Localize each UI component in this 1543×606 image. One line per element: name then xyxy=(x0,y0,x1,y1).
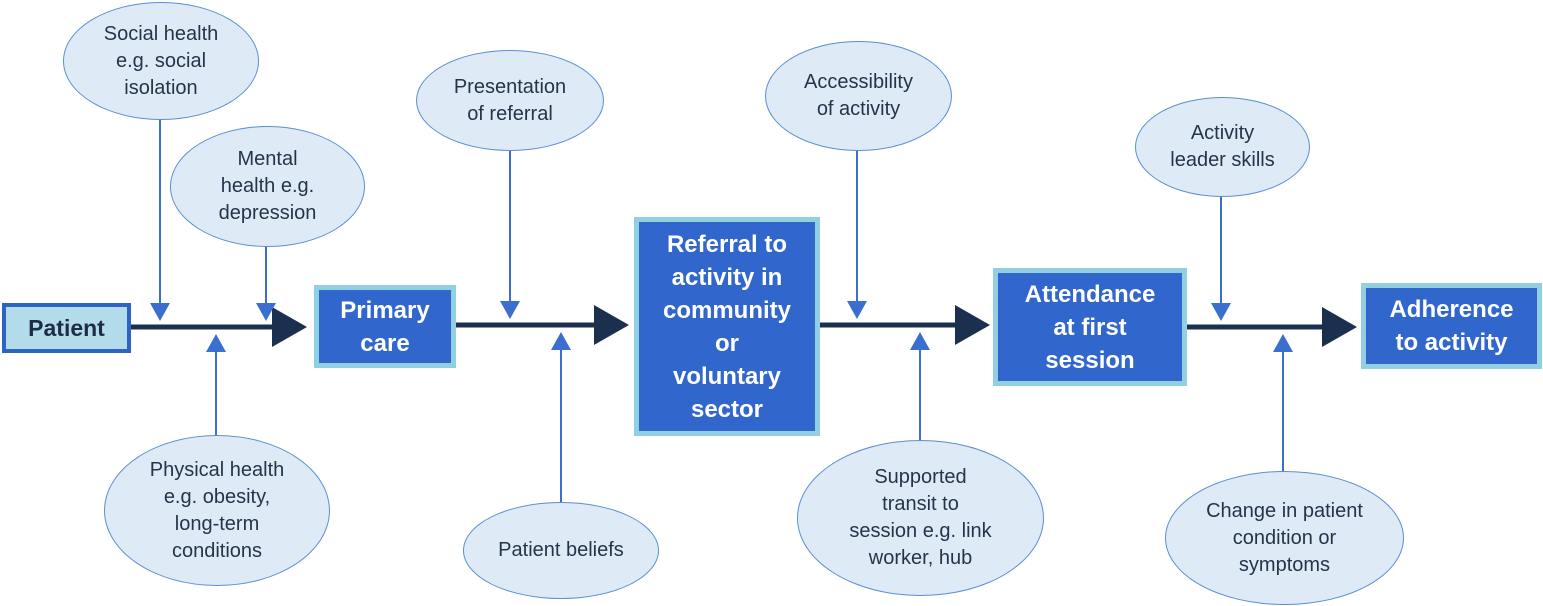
factor-change-in-patient-condition: Change in patient condition or symptoms xyxy=(1165,471,1404,605)
factor-supported-transit: Supported transit to session e.g. link w… xyxy=(797,440,1044,596)
primary-care-box: Primary care xyxy=(314,285,456,368)
factor-presentation-of-referral: Presentation of referral xyxy=(416,50,604,151)
adherence-box: Adherence to activity xyxy=(1361,283,1542,369)
attendance-box: Attendance at first session xyxy=(993,268,1187,386)
factor-activity-leader-skills: Activity leader skills xyxy=(1135,97,1310,197)
factor-social-health: Social health e.g. social isolation xyxy=(63,2,259,120)
patient-box: Patient xyxy=(2,303,131,353)
factor-physical-health: Physical health e.g. obesity, long-term … xyxy=(104,435,330,586)
referral-box: Referral to activity in community or vol… xyxy=(634,217,820,436)
factor-patient-beliefs: Patient beliefs xyxy=(463,502,659,599)
factor-accessibility-of-activity: Accessibility of activity xyxy=(765,41,952,151)
factor-mental-health: Mental health e.g. depression xyxy=(170,126,365,247)
